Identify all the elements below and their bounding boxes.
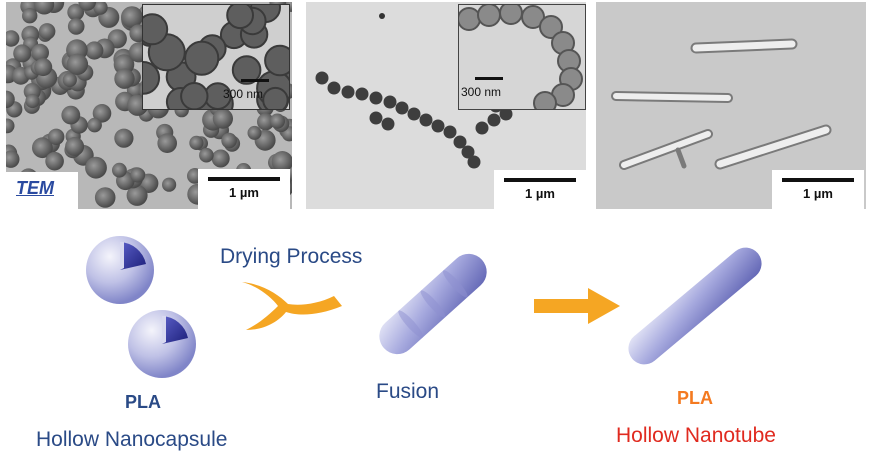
start-material-label: PLA [125,392,161,412]
fused-capsule-chain-icon [379,253,487,355]
hollow-nanotube-label: Hollow Nanotube [616,424,776,447]
hollow-nanocapsule-label: Hollow Nanocapsule [36,428,228,451]
inset-scale-label: 300 nm [223,87,264,101]
scale-bar: 1 µm [772,170,864,209]
inset-scale-label: 300 nm [461,85,502,99]
hollow-nanotube-icon [628,247,762,365]
fusion-label: Fusion [376,380,440,403]
tem-panel-chain: 300 nm 1 µm [306,2,586,209]
hollow-nanocapsule-schematic [86,236,196,378]
scale-bar: 1 µm [198,169,290,209]
drying-swoosh-icon [242,282,342,330]
nanocapsule-icon [86,236,154,304]
tem-panel-capsules: 300 nm 1 µm TEM [6,2,292,209]
nanocapsule-icon [128,310,196,378]
tem-label: TEM [16,178,54,198]
scale-label: 1 µm [803,186,833,201]
inset-scale-bar [241,79,269,82]
tem-panel-nanotubes: 1 µm [596,2,866,209]
inset-scale-bar [475,77,503,80]
scale-label: 1 µm [229,185,259,200]
inset-image: 300 nm [458,4,586,110]
arrow-right-icon [534,288,620,324]
scale-label: 1 µm [525,186,555,201]
inset-image: 300 nm [142,4,290,110]
tem-label-box [6,172,78,209]
end-material-label: PLA [677,388,713,408]
drying-process-label: Drying Process [220,245,363,268]
scale-bar: 1 µm [494,170,586,209]
